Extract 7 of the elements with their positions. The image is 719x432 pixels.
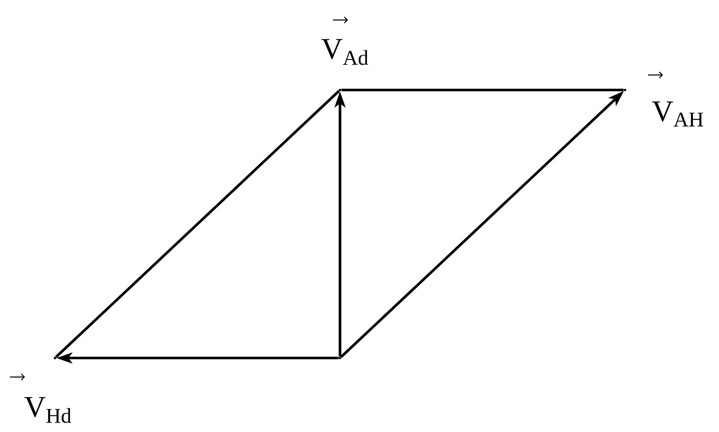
vertex-point: [338, 356, 342, 360]
vector-label: V$_{AH}$: [648, 72, 704, 126]
vertex-point: [54, 356, 56, 360]
vector-label: V$_{Hd}$: [10, 374, 72, 423]
vertex-point: [624, 88, 626, 92]
vertex-point: [338, 88, 342, 92]
vector-label: V$_{Ad}$: [321, 16, 368, 65]
